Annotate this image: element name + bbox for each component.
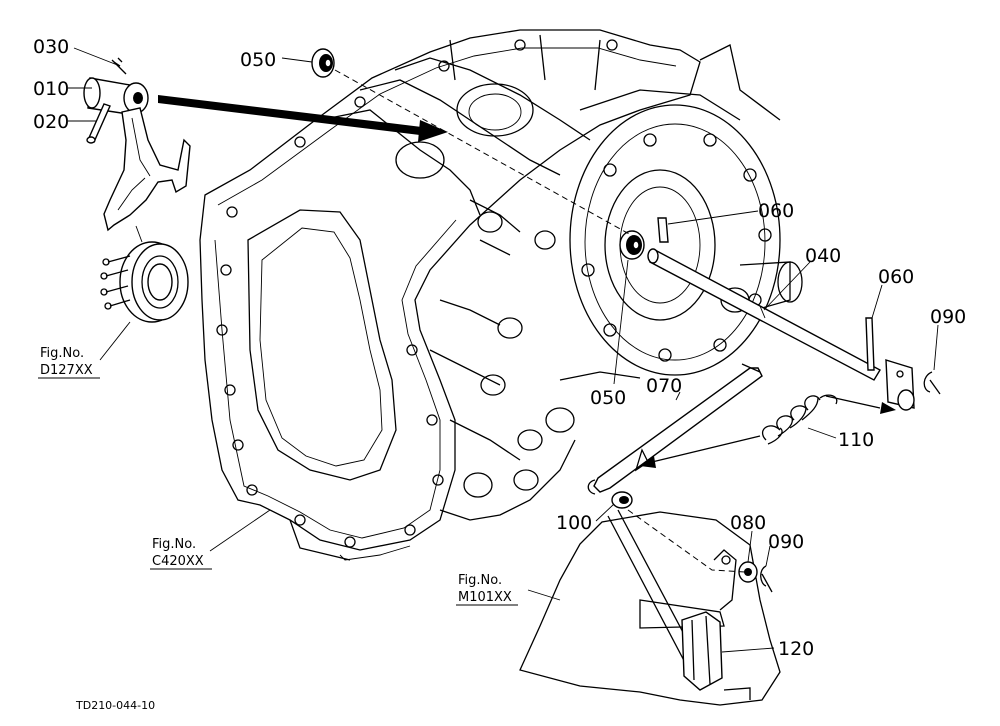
part-label-110: 110 [838, 429, 874, 451]
part-label-010: 010 [33, 78, 69, 100]
part-label-080: 080 [730, 512, 766, 534]
link-rod [587, 363, 763, 495]
part-label-070: 070 [646, 375, 682, 397]
spring-arrow-2-head [640, 456, 656, 468]
bushing-top [311, 48, 335, 78]
spring-arrow-2 [651, 435, 761, 463]
figure-ref-m101xx: Fig.No. M101XX [456, 573, 518, 606]
figure-ref-c420xx-line2: C420XX [152, 554, 204, 569]
part-label-020: 020 [33, 111, 69, 133]
bearing-assembly [100, 225, 189, 323]
part-label-040: 040 [805, 245, 841, 267]
rear-bearing-housing [559, 44, 803, 381]
part-label-060-lower: 060 [878, 266, 914, 288]
figure-ref-m101xx-line1: Fig.No. [458, 573, 502, 588]
leader-lines [68, 47, 939, 653]
snap-pin-top [923, 371, 941, 395]
pedal-bracket [519, 509, 781, 706]
part-label-050-top: 050 [240, 49, 276, 71]
figure-ref-d127xx-line1: Fig.No. [40, 346, 84, 361]
figure-ref-c420xx-line1: Fig.No. [152, 537, 196, 552]
shift-shaft [647, 248, 915, 411]
assembly-line-1 [334, 69, 641, 241]
figure-ref-m101xx-line2: M101XX [458, 590, 512, 605]
bushing-bottom [619, 230, 645, 260]
spring-pin-upper [657, 217, 669, 243]
part-label-030: 030 [33, 36, 69, 58]
transmission-housing [199, 29, 701, 561]
return-spring [634, 394, 838, 472]
fork-install-arrow [158, 95, 430, 136]
part-label-050-bottom: 050 [590, 387, 626, 409]
part-label-090-bottom: 090 [768, 531, 804, 553]
washer [738, 561, 758, 583]
part-label-090-top: 090 [930, 306, 966, 328]
part-label-120: 120 [778, 638, 814, 660]
figure-ref-d127xx-line2: D127XX [40, 363, 93, 378]
shift-fork-assembly [83, 57, 191, 232]
spring-arrow-1-head [880, 402, 896, 414]
drawing-code: TD210-044-10 [75, 699, 155, 712]
part-label-100: 100 [556, 512, 592, 534]
snap-pin-bottom [760, 565, 773, 593]
spring-arrow-1 [825, 395, 881, 409]
figure-ref-c420xx: Fig.No. C420XX [150, 537, 212, 570]
rod-bushing [611, 491, 633, 509]
fork-install-arrowhead [418, 120, 448, 142]
part-label-060-upper: 060 [758, 200, 794, 222]
assembly-line-2 [627, 509, 746, 573]
figure-ref-d127xx: Fig.No. D127XX [38, 346, 100, 379]
